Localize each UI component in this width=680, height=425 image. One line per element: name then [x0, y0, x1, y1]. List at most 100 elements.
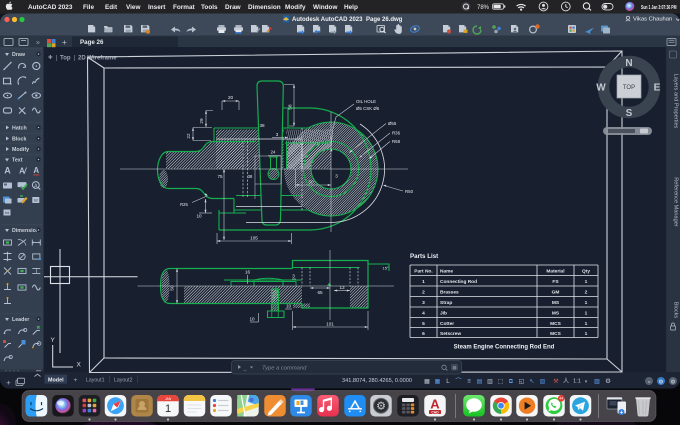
svg-text:101: 101	[326, 322, 334, 327]
svg-text:A: A	[34, 183, 38, 189]
svg-text:1: 1	[585, 310, 588, 316]
svg-text:GM: GM	[552, 289, 560, 295]
svg-text:10: 10	[286, 304, 292, 309]
svg-text:▦: ▦	[435, 378, 441, 385]
svg-text:Layout1: Layout1	[86, 377, 105, 383]
svg-text:Draw: Draw	[12, 52, 26, 58]
svg-text:Setscrew: Setscrew	[440, 331, 461, 337]
svg-text:5: 5	[422, 321, 425, 327]
svg-text:Draw: Draw	[225, 4, 241, 11]
svg-text:File: File	[83, 4, 94, 11]
svg-text:txt: txt	[5, 211, 9, 215]
svg-text:Hatch: Hatch	[12, 126, 27, 132]
svg-text:38: 38	[259, 123, 265, 128]
svg-text:R25: R25	[180, 202, 188, 207]
svg-text:Cotter: Cotter	[440, 321, 454, 327]
svg-text:JAN: JAN	[165, 397, 172, 401]
svg-text:▥: ▥	[487, 378, 493, 385]
svg-text:29: 29	[199, 118, 204, 124]
svg-text:4: 4	[422, 310, 425, 316]
svg-text:Reference Manager: Reference Manager	[673, 177, 679, 227]
svg-text:Part No.: Part No.	[414, 268, 432, 274]
svg-text:▾: ▾	[585, 379, 588, 385]
svg-text:X: X	[77, 362, 82, 369]
svg-text:20: 20	[228, 95, 234, 100]
svg-text:FS: FS	[552, 279, 559, 285]
svg-text:A: A	[4, 166, 11, 176]
svg-text:R50: R50	[405, 189, 414, 194]
svg-text:⚙: ⚙	[376, 401, 386, 413]
svg-text:L: L	[446, 378, 450, 385]
svg-text:Tools: Tools	[201, 4, 218, 11]
svg-text:R36: R36	[392, 131, 401, 136]
svg-text:+: +	[62, 38, 67, 47]
svg-text:Page 26: Page 26	[80, 39, 104, 46]
svg-text:I: I	[35, 269, 37, 275]
svg-text:1: 1	[422, 279, 425, 285]
svg-text:13: 13	[339, 285, 345, 290]
svg-text:⬚: ⬚	[498, 378, 504, 385]
svg-text:Sun 1 Jan 3:07:36 PM: Sun 1 Jan 3:07:36 PM	[641, 5, 677, 11]
svg-text:Insert: Insert	[148, 4, 166, 11]
svg-text:Autodesk AutoCAD 2023: Autodesk AutoCAD 2023	[292, 17, 363, 23]
svg-text:▤: ▤	[477, 378, 483, 385]
svg-text:Dimension: Dimension	[248, 4, 281, 11]
svg-text:Jib: Jib	[440, 310, 447, 316]
svg-text:1:1: 1:1	[573, 379, 581, 385]
svg-text:○: ○	[647, 379, 650, 385]
svg-text:Dimension: Dimension	[12, 228, 39, 234]
svg-text:◱: ◱	[519, 378, 525, 385]
svg-text:≡: ≡	[467, 378, 471, 385]
svg-text:Leader: Leader	[12, 317, 29, 323]
svg-text:1: 1	[585, 321, 588, 327]
svg-text:A: A	[430, 397, 440, 412]
svg-text:1: 1	[585, 279, 588, 285]
svg-text:|: |	[56, 56, 58, 62]
svg-text:A: A	[33, 166, 39, 175]
svg-text:6: 6	[422, 331, 425, 337]
svg-text:Page 26.dwg: Page 26.dwg	[366, 17, 403, 23]
svg-text:✚: ✚	[48, 54, 53, 61]
svg-text:⚙: ⚙	[452, 365, 457, 371]
svg-text:CAD: CAD	[431, 410, 439, 414]
svg-text:»: »	[36, 40, 40, 47]
svg-text:⚙: ⚙	[659, 379, 664, 386]
svg-text:Help: Help	[344, 4, 358, 11]
svg-text:⚒: ⚒	[553, 378, 559, 385]
svg-text:15°: 15°	[382, 266, 388, 271]
svg-text:+: +	[6, 378, 11, 387]
svg-text:Modify: Modify	[285, 4, 306, 11]
svg-text:3: 3	[335, 174, 338, 179]
svg-text:3: 3	[422, 300, 425, 306]
svg-text:MS: MS	[552, 310, 560, 316]
svg-text:S: S	[626, 108, 633, 119]
svg-text:22: 22	[186, 133, 191, 139]
svg-text:MS: MS	[552, 300, 560, 306]
svg-text:+: +	[74, 377, 78, 384]
svg-text:Strap: Strap	[440, 300, 452, 306]
svg-text:3: 3	[276, 132, 279, 137]
svg-text:105: 105	[250, 236, 258, 241]
svg-text:1: 1	[165, 403, 171, 415]
svg-text:Layers and Properties: Layers and Properties	[673, 74, 679, 129]
svg-text:Top: Top	[60, 56, 71, 62]
svg-text:人: 人	[563, 378, 569, 385]
svg-text:Model: Model	[48, 377, 64, 383]
svg-text:↖: ↖	[529, 378, 534, 385]
svg-text:|: |	[74, 56, 76, 62]
svg-text:E: E	[654, 83, 661, 94]
svg-text:1: 1	[585, 331, 588, 337]
svg-text:75: 75	[217, 174, 223, 179]
svg-text:W: W	[596, 83, 606, 94]
svg-text:2: 2	[422, 289, 425, 295]
svg-text:⌒: ⌒	[455, 378, 462, 385]
svg-text:▨: ▨	[594, 379, 600, 385]
svg-text:16: 16	[245, 270, 251, 275]
svg-text:txt: txt	[34, 199, 38, 203]
svg-text:▦: ▦	[424, 378, 430, 385]
svg-text:50: 50	[308, 180, 314, 185]
svg-text:44: 44	[559, 397, 563, 401]
svg-text:▧: ▧	[540, 378, 546, 385]
svg-text:TOP: TOP	[623, 85, 635, 91]
svg-text:3: 3	[292, 274, 295, 279]
